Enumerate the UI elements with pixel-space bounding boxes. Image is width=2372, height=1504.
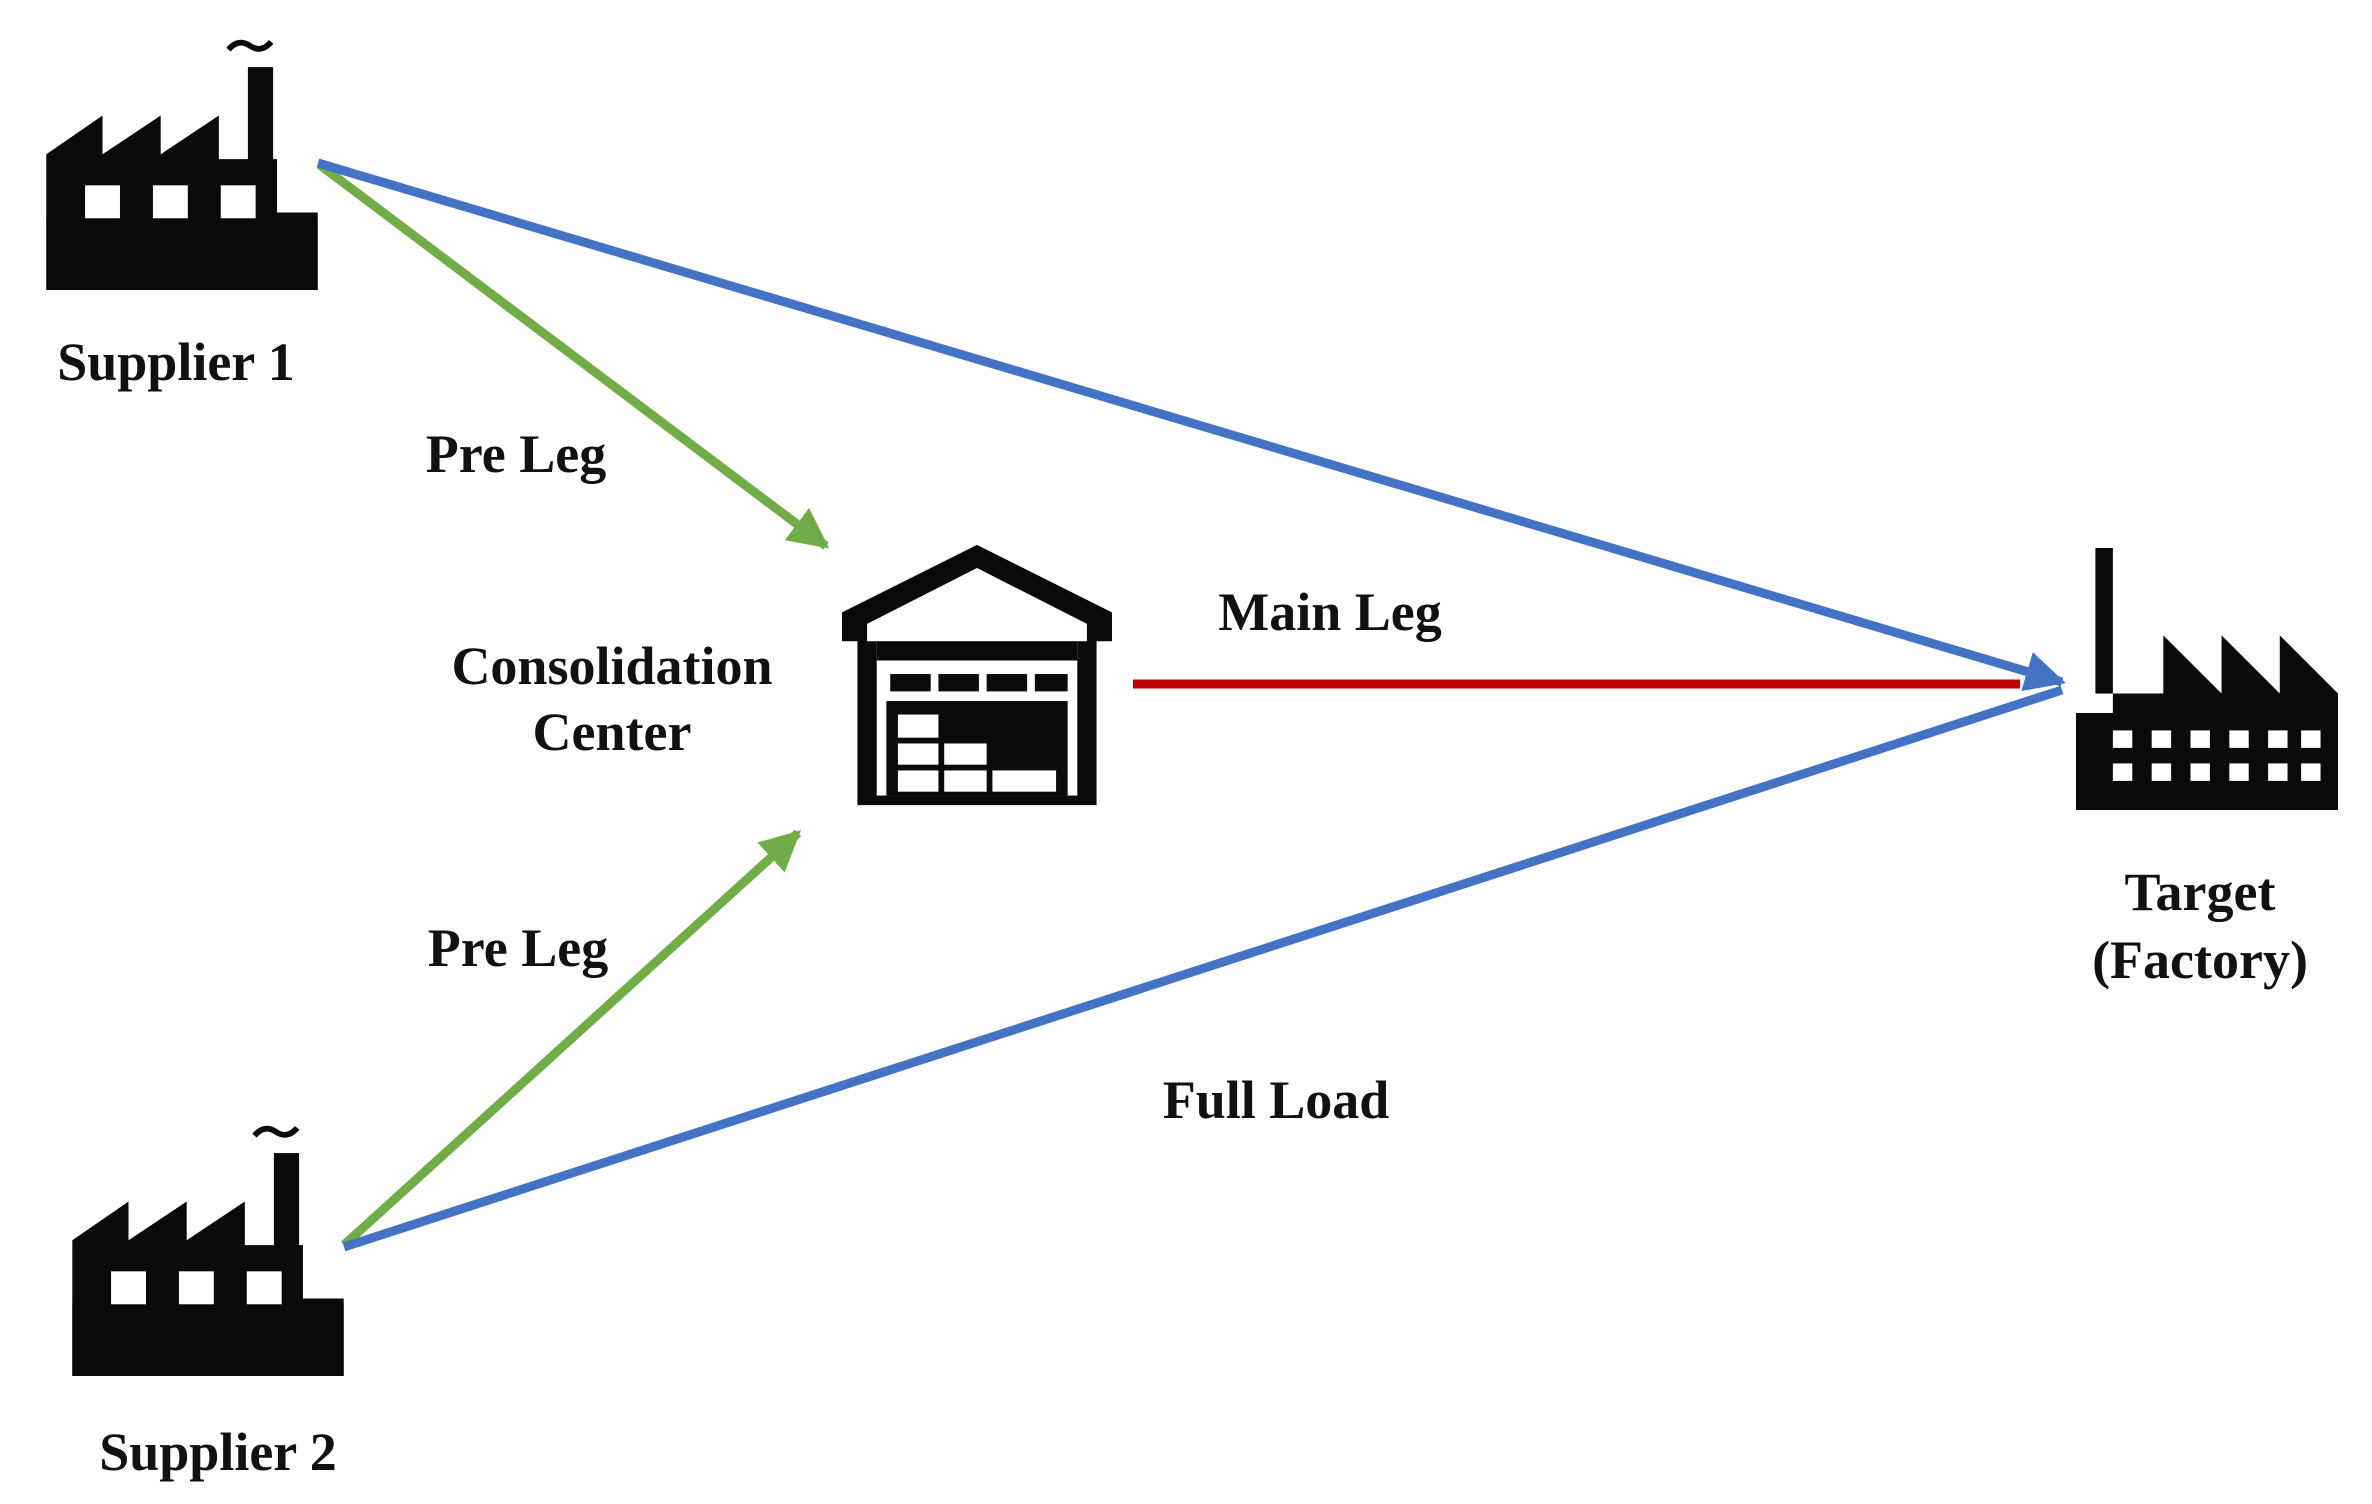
consolidation-label-line1: Consolidation — [451, 636, 772, 696]
pre-leg-1-label: Pre Leg — [426, 424, 606, 484]
consolidation-label-line2: Center — [533, 702, 692, 762]
full-load-1-arrow — [316, 158, 2066, 692]
target-factory-icon — [2076, 548, 2338, 810]
full-load-label: Full Load — [1163, 1070, 1390, 1130]
main-leg-label: Main Leg — [1218, 582, 1442, 642]
consolidation-warehouse-icon — [842, 544, 1112, 806]
target-label-line2: (Factory) — [2092, 930, 2308, 990]
supplier-1-factory-icon — [46, 42, 317, 290]
supplier-2-factory-icon — [72, 1128, 343, 1376]
pre-leg-2-arrow — [340, 829, 802, 1249]
supplier-1-label: Supplier 1 — [57, 332, 295, 392]
pre-leg-2-label: Pre Leg — [428, 918, 608, 978]
target-label-line1: Target — [2125, 862, 2276, 922]
pre-leg-1-arrow — [317, 161, 830, 550]
full-load-2-arrow — [342, 685, 2064, 1252]
supplier-2-label: Supplier 2 — [99, 1422, 337, 1482]
